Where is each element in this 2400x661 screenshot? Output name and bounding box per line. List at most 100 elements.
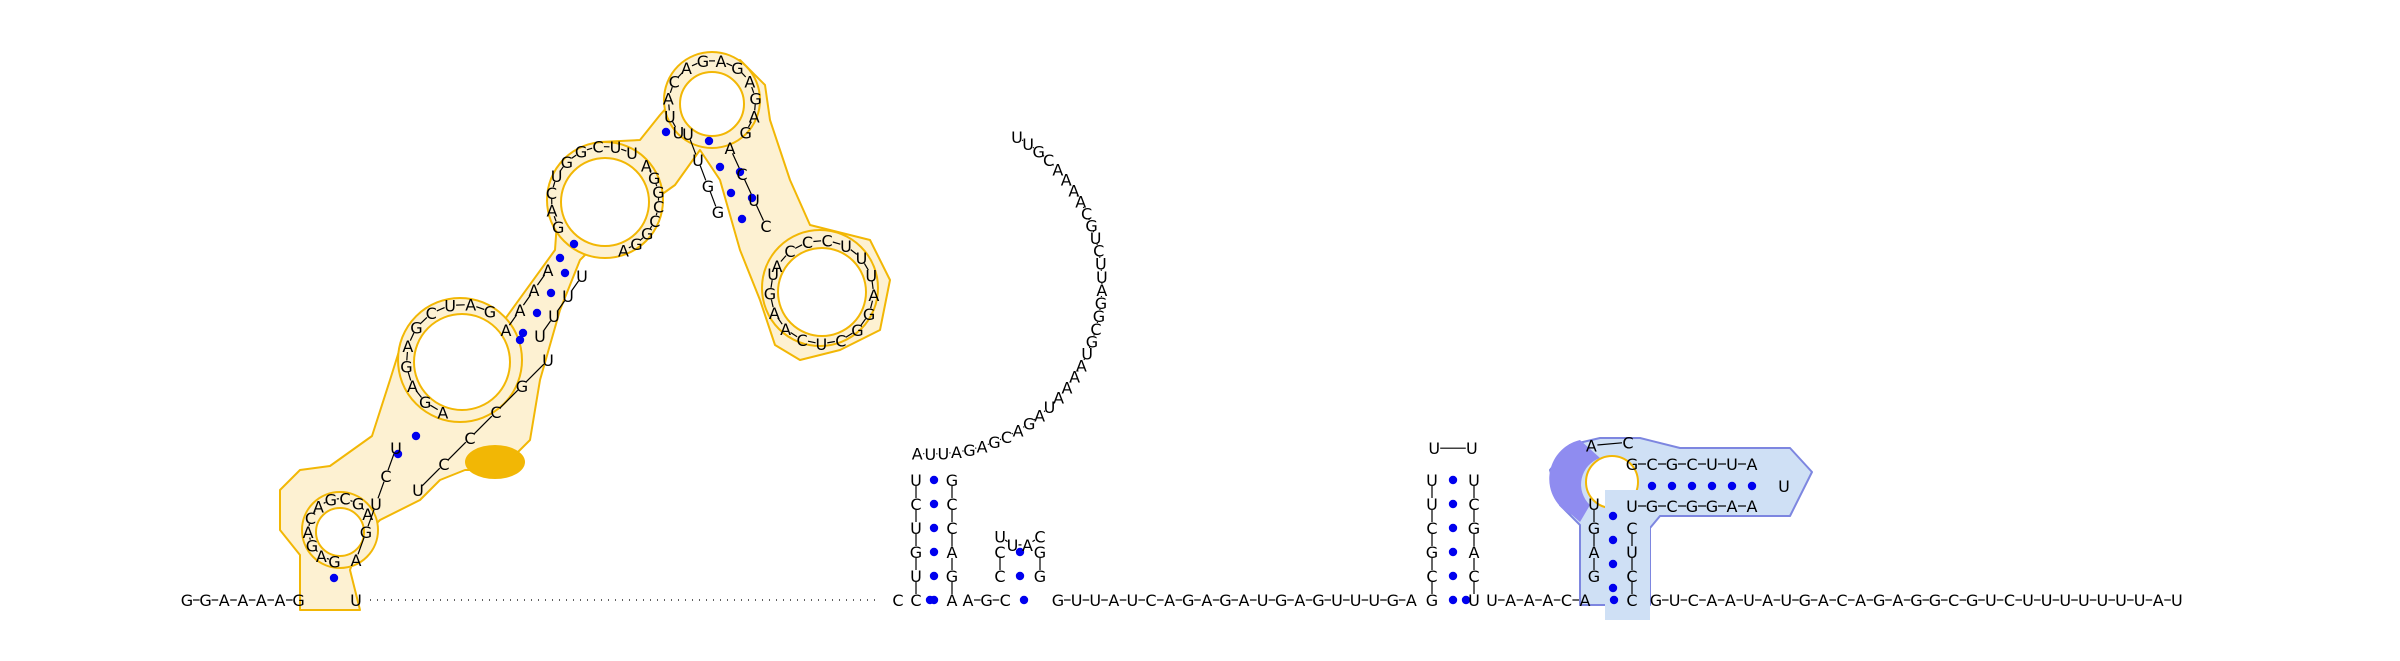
linker-base: C [1145,591,1156,610]
region-a-internal-base: G [575,143,587,162]
stem-d-arm-base: C [1646,455,1657,474]
stem-d-right-base: C [1626,567,1637,586]
big-loop-base: U [1044,398,1056,417]
region-a-bulge-base: G [410,318,422,337]
region-a-stem-base: A [351,551,362,570]
region-a-terminal-base: C [835,332,846,351]
region-a-stem-base: A [543,261,554,280]
base-pair-dot [516,336,524,344]
big-loop-base: G [988,433,1000,452]
region-a-bulge-base: G [484,303,496,322]
region-a-stem-base: U [576,267,588,286]
stem-c-left-base: G [1426,591,1438,610]
stem-c-right-base: U [1468,471,1480,490]
big-loop-base: A [977,437,988,456]
stem-d-arm-base: U [1706,455,1718,474]
region-a-terminal-base: U [767,265,779,284]
region-a-hairpin-base: G [325,490,337,509]
big-loop-base: A [951,443,962,462]
right-tail-base: G [1929,591,1941,610]
stem-a-left-base: U [910,519,922,538]
stem-b-loop-base: C [1034,528,1045,547]
stem-a-left-base: C [910,495,921,514]
base-pair-dot [1668,482,1676,490]
region-a-apex-base: G [731,59,743,78]
big-loop-base: U [1011,128,1023,147]
region-a-stem-base: G [360,523,372,542]
linker-base: G [1387,591,1399,610]
linker-base: A [1580,591,1591,610]
base-pair-dot [1610,596,1618,604]
stem-b-loop-base: U [1007,536,1019,555]
left-tail-base: G [181,591,193,610]
stem-a-right-base: G [946,567,958,586]
base-pair-dot [1449,572,1457,580]
stem-d-right-base: U [1626,543,1638,562]
base-pair-dot [1748,482,1756,490]
stem-d-arm-base: G [1626,455,1638,474]
base-pair-dot [930,476,938,484]
region-a-terminal-base: G [764,285,776,304]
region-a-stem-base: C [490,403,501,422]
linker-base: C [1000,591,1011,610]
stem-c-left-base: U [1426,495,1438,514]
region-a-bulge-base: A [407,377,418,396]
right-tail-base: U [2078,591,2090,610]
right-tail-base: U [2041,591,2053,610]
region-a-apex-base: U [664,107,676,126]
base-pair-dot [330,574,338,582]
base-pair-dot [926,596,934,604]
right-tail-base: U [1780,591,1792,610]
left-tail-base: A [237,591,248,610]
big-loop-base: A [912,444,923,463]
region-a-stem-base: C [736,165,747,184]
region-a-highlight [465,445,525,479]
region-a-stem-base: C [464,429,475,448]
base-pair-dot [1728,482,1736,490]
region-a-stem-base: U [542,351,554,370]
stem-d-loop-base: C [1622,433,1633,452]
region-a-bulge-base: U [444,296,456,315]
base-pair-dot [1609,512,1617,520]
region-a-stem-base: C [380,467,391,486]
stem-c-right-base: A [1469,543,1480,562]
linker-base: G [980,591,992,610]
stem-d-arm-right-base: A [1747,497,1758,516]
region-a-stem-base: C [760,217,771,236]
linker-base: U [1350,591,1362,610]
right-tail-base: A [1706,591,1717,610]
base-pair-dot [1609,536,1617,544]
base-pair-dot [570,240,578,248]
left-tail-base: G [199,591,211,610]
region-a-internal-base: C [546,184,557,203]
stem-a-base: C [892,591,903,610]
right-tail-base: U [2171,591,2183,610]
linker-base: G [1275,591,1287,610]
region-a-internal-base: G [630,235,642,254]
linker-base: G [1312,591,1324,610]
region-a-internal-base: U [626,144,638,163]
region-a-stem-base: U [548,307,560,326]
base-pair-dot [1020,596,1028,604]
region-a-stem-base: U [692,151,704,170]
region-a-hairpin-base: A [313,497,324,516]
linker-base: U [1071,591,1083,610]
region-a-terminal-base: A [868,286,879,305]
linker-base: G [1219,591,1231,610]
left-tail-base: G [292,591,304,610]
stem-a-left-base: U [910,471,922,490]
region-a-stem-base: G [702,177,714,196]
linker-base: U [1127,591,1139,610]
stem-c-loop-base: U [1466,439,1478,458]
right-tail-base: C [1688,591,1699,610]
linker-base: U [1368,591,1380,610]
big-loop-base: A [1013,422,1024,441]
stem-c-left-base: U [1426,471,1438,490]
base-pair-dot [930,548,938,556]
base-pair-dot [727,189,735,197]
right-tail-base: C [2004,591,2015,610]
stem-c-right-base: C [1468,567,1479,586]
right-tail-base: U [2115,591,2127,610]
stem-d-arm-base: G [1666,455,1678,474]
